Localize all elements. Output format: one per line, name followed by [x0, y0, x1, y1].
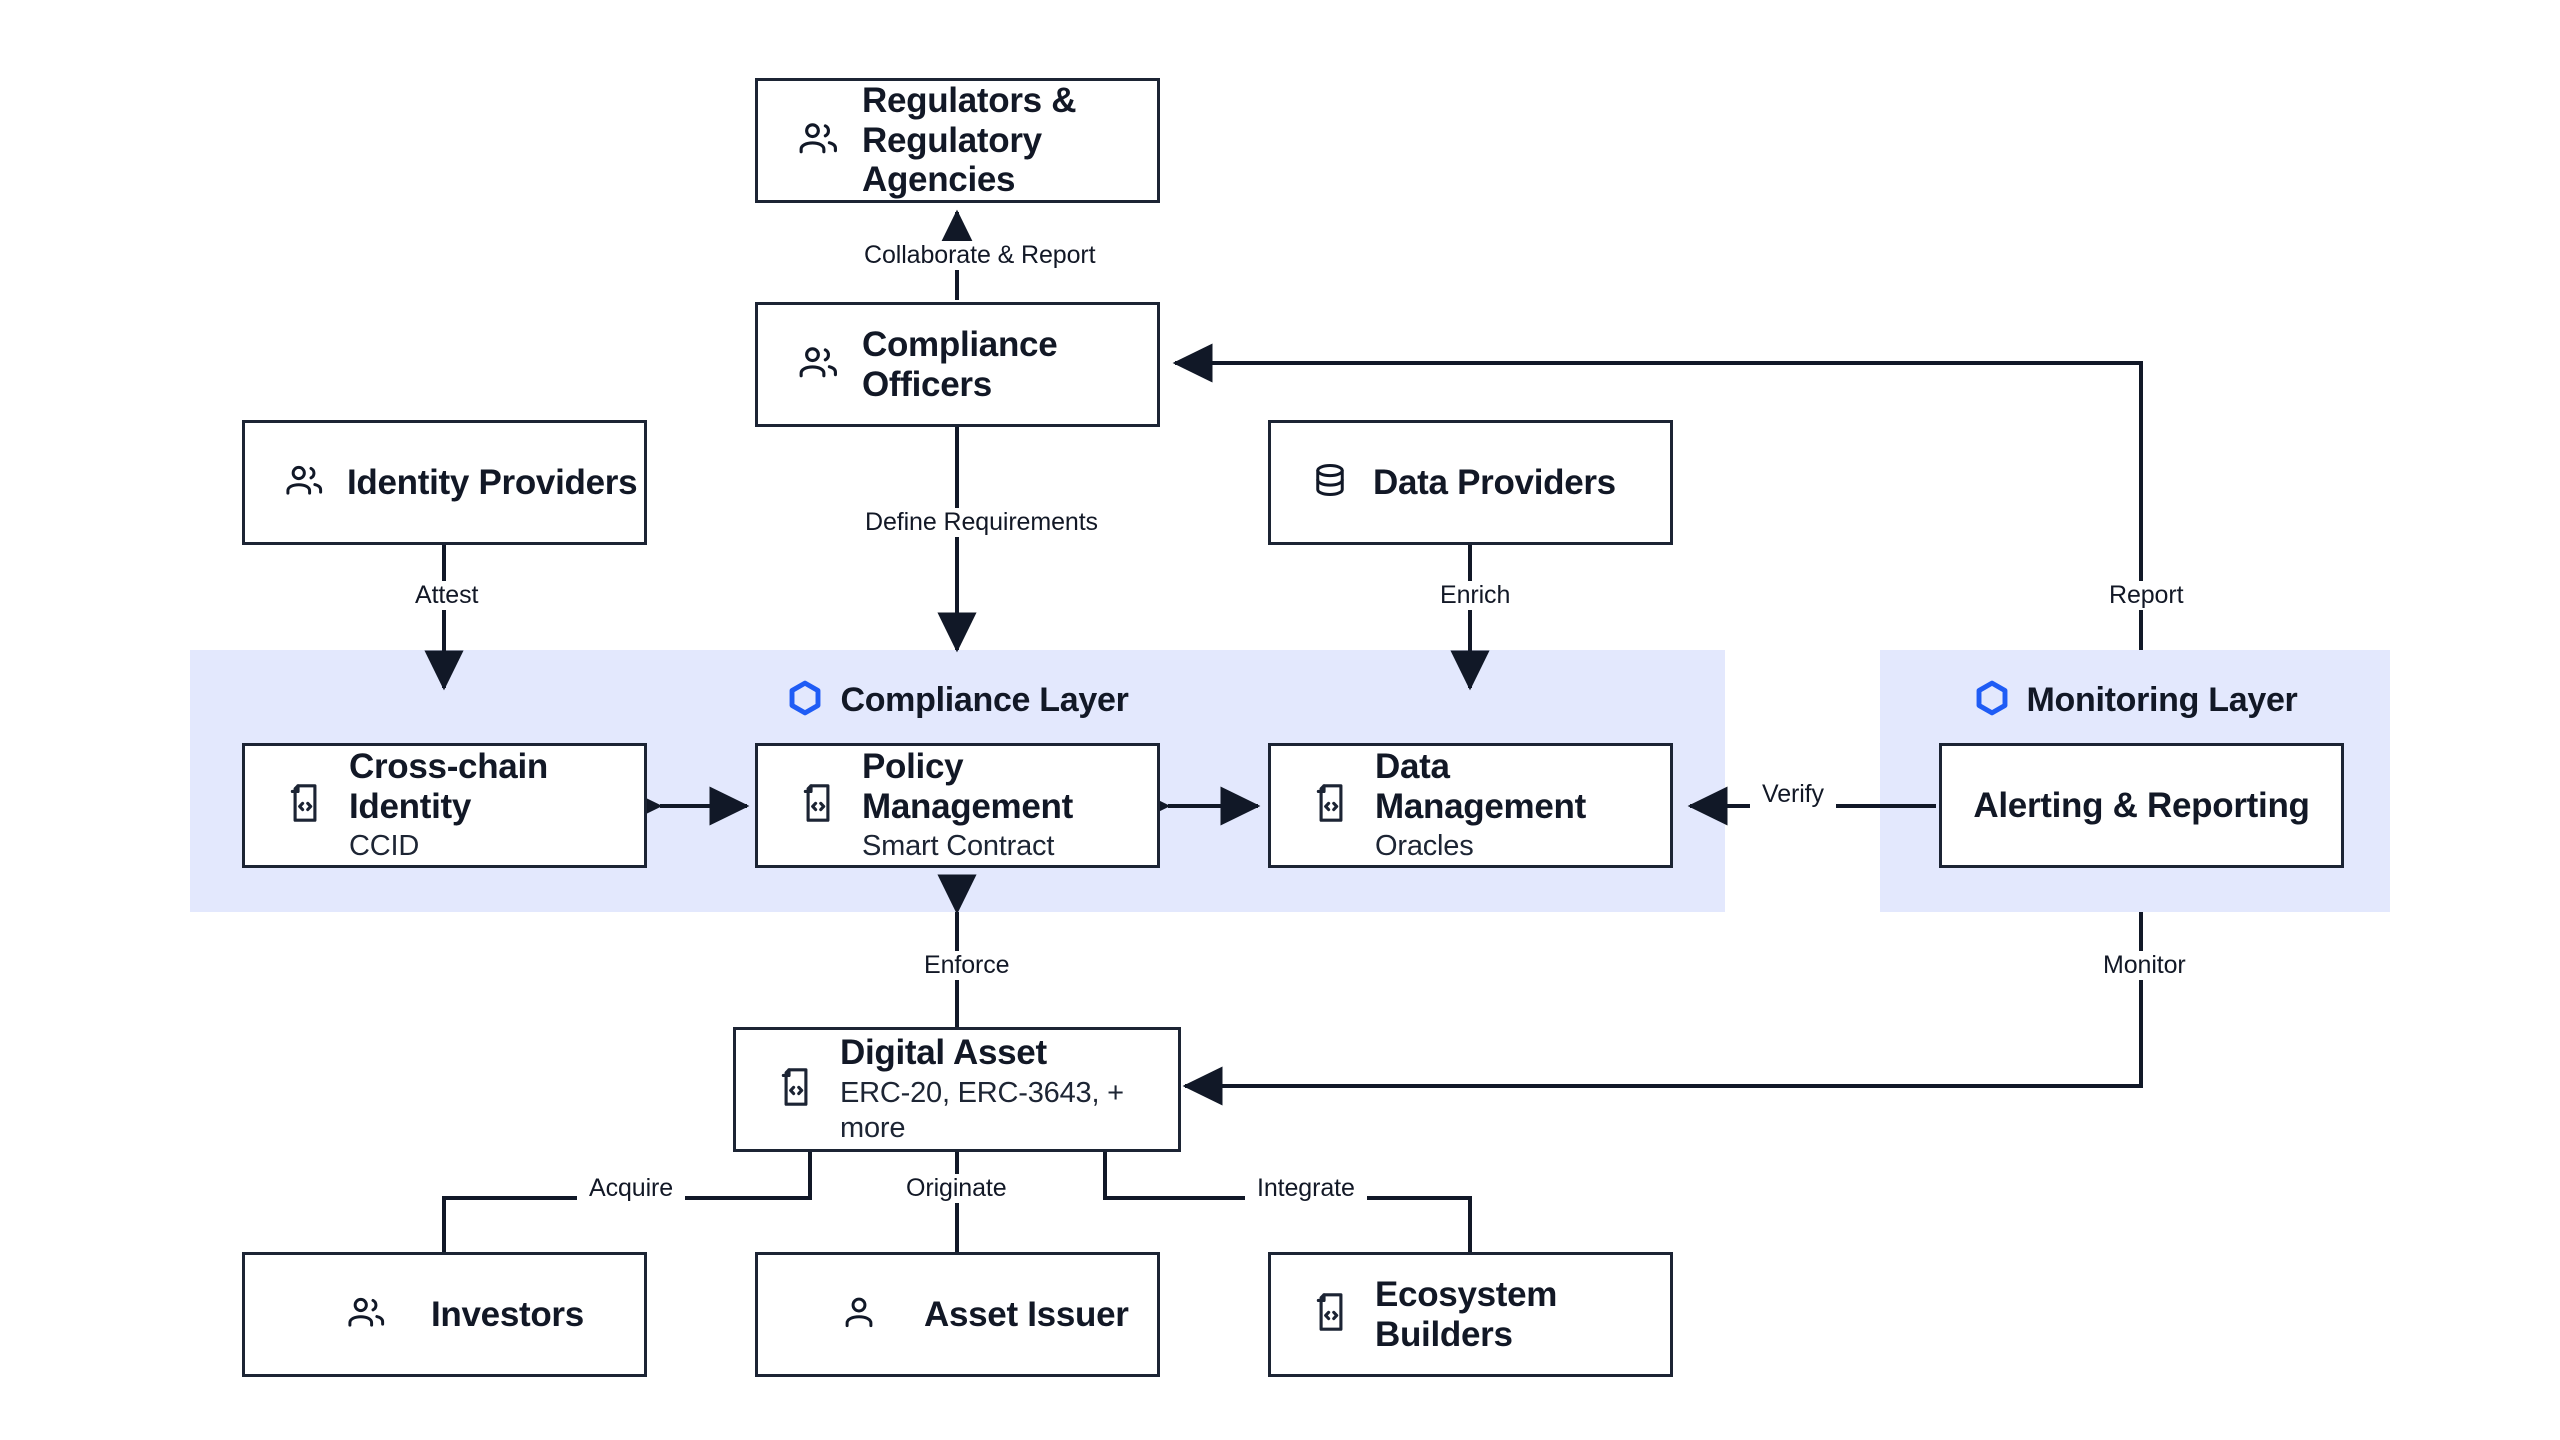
database-icon [1309, 459, 1351, 506]
node-data-providers-title: Data Providers [1373, 462, 1616, 502]
node-ecosystem-builders-text: Ecosystem Builders [1375, 1275, 1670, 1355]
user-icon [838, 1291, 880, 1338]
compliance-layer-label: Compliance Layer [840, 680, 1129, 719]
node-policy-management-subtitle: Smart Contract [862, 830, 1055, 863]
node-cross-chain-identity-subtitle: CCID [349, 830, 420, 863]
monitoring-layer-label: Monitoring Layer [2026, 680, 2298, 719]
users-icon [796, 340, 840, 389]
edge-label-acquire: Acquire [577, 1174, 686, 1203]
edge-label-report: Report [2097, 581, 2196, 610]
node-digital-asset-text: Digital Asset ERC-20, ERC-3643, + more [840, 1033, 1178, 1145]
node-cross-chain-identity[interactable]: Cross-chain Identity CCID [242, 743, 647, 868]
code-file-icon [796, 781, 840, 830]
users-icon [796, 116, 840, 165]
node-data-management-title: Data Management [1375, 746, 1586, 826]
code-file-icon [1309, 781, 1353, 830]
node-cross-chain-identity-text: Cross-chain Identity CCID [349, 747, 644, 865]
hexagon-icon [786, 679, 824, 722]
compliance-layer-header: Compliance Layer [190, 675, 1725, 725]
node-data-providers-text: Data Providers [1373, 463, 1616, 503]
node-policy-management-title: Policy Management [862, 746, 1073, 826]
edge-label-attest: Attest [403, 581, 491, 610]
node-regulators-text: Regulators & Regulatory Agencies [862, 81, 1157, 201]
edge-label-originate: Originate [894, 1174, 1019, 1203]
monitoring-layer-header: Monitoring Layer [1880, 675, 2390, 725]
code-file-icon [283, 781, 327, 830]
node-data-management-subtitle: Oracles [1375, 830, 1474, 863]
node-asset-issuer-title: Asset Issuer [924, 1294, 1129, 1334]
code-file-icon [774, 1065, 818, 1114]
code-file-icon [1309, 1290, 1353, 1339]
node-data-management-text: Data Management Oracles [1375, 747, 1670, 865]
node-identity-providers-title: Identity Providers [347, 462, 638, 502]
users-icon [345, 1291, 387, 1338]
node-identity-providers-text: Identity Providers [347, 462, 638, 503]
node-cross-chain-identity-title: Cross-chain Identity [349, 746, 548, 826]
node-alerting-reporting[interactable]: Alerting & Reporting [1939, 743, 2344, 868]
edge-label-monitor: Monitor [2091, 951, 2198, 980]
edge-label-define-requirements: Define Requirements [853, 508, 1110, 537]
node-alerting-reporting-text: Alerting & Reporting [1973, 785, 2310, 826]
node-data-providers[interactable]: Data Providers [1268, 420, 1673, 545]
node-policy-management-text: Policy Management Smart Contract [862, 747, 1157, 865]
node-digital-asset-title: Digital Asset [840, 1033, 1047, 1073]
node-compliance-officers-text: Compliance Officers [862, 325, 1157, 405]
node-identity-providers[interactable]: Identity Providers [242, 420, 647, 545]
edge-label-verify: Verify [1750, 780, 1836, 809]
node-digital-asset-subtitle: ERC-20, ERC-3643, + more [840, 1077, 1124, 1144]
node-alerting-reporting-title: Alerting & Reporting [1973, 785, 2310, 825]
node-policy-management[interactable]: Policy Management Smart Contract [755, 743, 1160, 868]
users-icon [283, 459, 325, 506]
node-regulators[interactable]: Regulators & Regulatory Agencies [755, 78, 1160, 203]
node-investors-title: Investors [431, 1294, 584, 1334]
node-investors-text: Investors [431, 1295, 584, 1335]
node-ecosystem-builders[interactable]: Ecosystem Builders [1268, 1252, 1673, 1377]
edge-label-enforce: Enforce [912, 951, 1022, 980]
node-asset-issuer-text: Asset Issuer [924, 1295, 1129, 1335]
edge-label-collaborate-report: Collaborate & Report [852, 241, 1108, 270]
node-digital-asset[interactable]: Digital Asset ERC-20, ERC-3643, + more [733, 1027, 1181, 1152]
node-compliance-officers[interactable]: Compliance Officers [755, 302, 1160, 427]
hexagon-icon [1973, 679, 2011, 722]
node-asset-issuer[interactable]: Asset Issuer [755, 1252, 1160, 1377]
edge-label-integrate: Integrate [1245, 1174, 1367, 1203]
node-data-management[interactable]: Data Management Oracles [1268, 743, 1673, 868]
node-compliance-officers-title: Compliance Officers [862, 324, 1058, 404]
node-investors[interactable]: Investors [242, 1252, 647, 1377]
node-ecosystem-builders-title: Ecosystem Builders [1375, 1274, 1558, 1354]
edge-label-enrich: Enrich [1428, 581, 1523, 610]
node-regulators-title: Regulators & Regulatory Agencies [862, 80, 1077, 200]
